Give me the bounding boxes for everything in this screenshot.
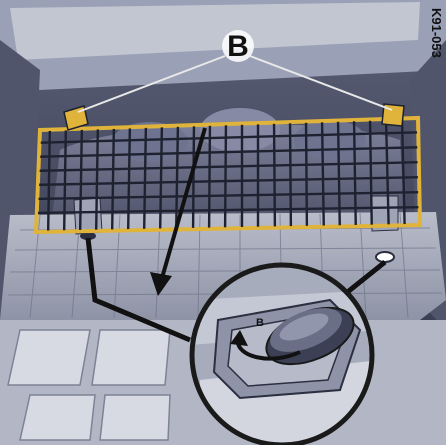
callout-label-b: B: [227, 30, 249, 63]
figure-code: K91-053: [429, 8, 444, 58]
inset-symbol: B: [256, 317, 264, 329]
headrest-center: [200, 108, 280, 152]
